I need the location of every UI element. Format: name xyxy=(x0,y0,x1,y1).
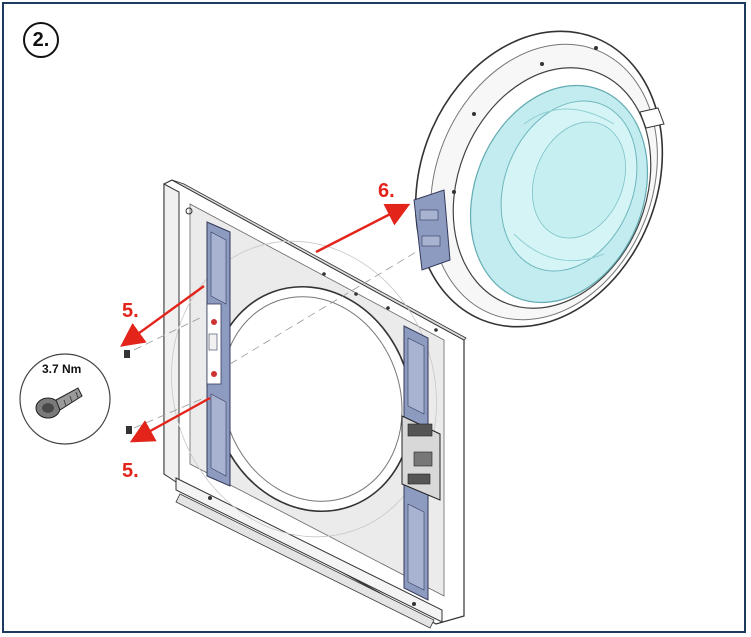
screw-top-arrow xyxy=(120,285,205,347)
loose-screws xyxy=(124,350,132,434)
right-lock-bracket xyxy=(401,325,441,601)
torque-value-label: 3.7 Nm xyxy=(42,362,82,376)
callout-screw-top: 5. xyxy=(122,300,139,322)
alignment-lines xyxy=(133,251,417,429)
exploded-view-illustration xyxy=(19,30,665,629)
step-number-badge: 2. xyxy=(23,22,59,58)
screw-bottom-arrow xyxy=(129,396,211,443)
callout-screw-bottom: 5. xyxy=(122,460,139,482)
door-removal-arrow xyxy=(315,203,411,254)
door-assembly xyxy=(413,30,665,328)
screw-icon xyxy=(35,387,83,419)
left-hinge-bracket xyxy=(206,221,231,487)
front-panel xyxy=(163,179,467,629)
torque-detail xyxy=(19,353,111,445)
removal-arrows xyxy=(120,203,411,443)
callout-door-removal: 6. xyxy=(378,180,395,202)
